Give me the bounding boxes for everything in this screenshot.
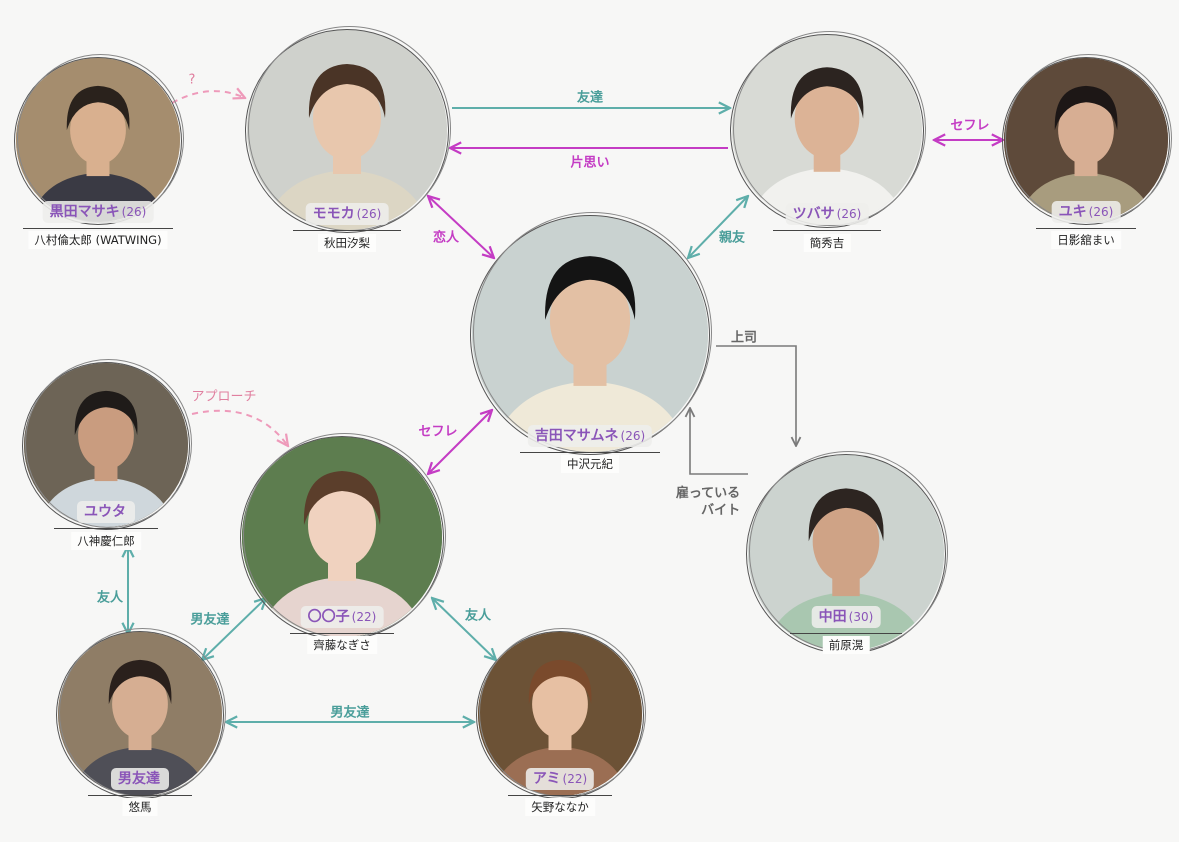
edge-label-maruko-ami: 友人	[464, 608, 492, 624]
edge-label-masamune-maruko: セフレ	[418, 424, 458, 440]
character-name: ユキ(26)	[1051, 201, 1121, 223]
age-text: (26)	[1088, 205, 1114, 219]
age-text: (22)	[562, 772, 588, 786]
character-name: 〇〇子(22)	[300, 606, 384, 628]
age-text: (22)	[351, 610, 377, 624]
edge-label-masaki-momoka: ?	[188, 72, 196, 88]
edge-label-tsubasa-yuki: セフレ	[950, 118, 990, 134]
portrait-ring	[17, 54, 184, 223]
portrait-ring	[1005, 54, 1172, 223]
name-divider	[1036, 228, 1136, 229]
name-divider	[773, 230, 881, 231]
name-divider	[508, 795, 612, 796]
name-text: ツバサ	[792, 206, 835, 222]
age-text: (26)	[356, 207, 382, 221]
actor-name: 矢野ななか	[525, 798, 595, 816]
edge-label-nakata-masamune: 雇っている バイト	[675, 486, 741, 518]
character-name: 黒田マサキ(26)	[42, 201, 154, 223]
character-name: 吉田マサムネ(26)	[527, 425, 653, 447]
character-name: ツバサ(26)	[785, 203, 869, 225]
character-name: アミ(22)	[525, 768, 595, 790]
name-divider	[290, 633, 394, 634]
edge-yuta-maruko	[191, 409, 288, 446]
actor-name: 前原滉	[822, 636, 870, 654]
actor-name: 簡秀吉	[803, 234, 851, 252]
name-text: 〇〇子	[307, 609, 350, 625]
actor-name: 中沢元紀	[561, 455, 619, 473]
name-divider	[54, 528, 158, 529]
name-text: 中田	[818, 609, 847, 625]
name-divider	[520, 452, 660, 453]
edge-label-momoka-tsubasa: 友達	[576, 90, 604, 106]
actor-name: 秋田汐梨	[318, 234, 376, 252]
edge-masaki-momoka	[171, 91, 245, 104]
edge-label-momoka-masamune: 恋人	[432, 230, 460, 246]
character-name: 男友達	[111, 768, 169, 790]
edge-label-tsubasa-momoka: 片思い	[570, 155, 610, 171]
actor-name: 八村倫太郎 (WATWING)	[28, 231, 168, 249]
actor-name: 悠馬	[122, 798, 158, 816]
edge-label-yuta-maruko: アプローチ	[191, 389, 257, 405]
name-text: モモカ	[312, 206, 355, 222]
portrait-ring	[733, 31, 926, 226]
character-name: 中田(30)	[811, 606, 881, 628]
name-divider	[23, 228, 173, 229]
portrait-ring	[59, 628, 226, 797]
actor-name: 八神慶仁郎	[71, 532, 141, 550]
name-divider	[293, 230, 401, 231]
name-divider	[790, 633, 902, 634]
edge-label-yuta-boyfriend: 友人	[96, 590, 124, 606]
age-text: (26)	[836, 207, 862, 221]
name-text: 男友達	[118, 771, 160, 787]
portrait-ring	[479, 628, 646, 797]
age-text: (30)	[848, 610, 874, 624]
name-divider	[88, 795, 192, 796]
character-name: ユウタ	[77, 501, 135, 523]
age-text: (26)	[620, 429, 646, 443]
edge-label-boyfriend-ami: 男友達	[330, 705, 370, 721]
name-text: ユウタ	[84, 504, 126, 520]
portrait-ring	[473, 212, 712, 453]
edge-label-tsubasa-masamune: 親友	[718, 230, 746, 246]
edge-label-masamune-nakata: 上司	[730, 330, 758, 346]
actor-name: 日影舘まい	[1051, 231, 1121, 249]
name-text: アミ	[532, 771, 561, 787]
character-name: モモカ(26)	[305, 203, 389, 225]
name-text: ユキ	[1058, 204, 1087, 220]
name-text: 黒田マサキ	[49, 204, 120, 220]
name-text: 吉田マサムネ	[534, 428, 619, 444]
edge-masamune-nakata	[716, 345, 796, 446]
portrait-ring	[248, 26, 451, 231]
actor-name: 齊藤なぎさ	[307, 636, 377, 654]
portrait-ring	[25, 359, 192, 528]
age-text: (26)	[121, 205, 147, 219]
edge-label-maruko-boyfriend: 男友達	[190, 612, 230, 628]
